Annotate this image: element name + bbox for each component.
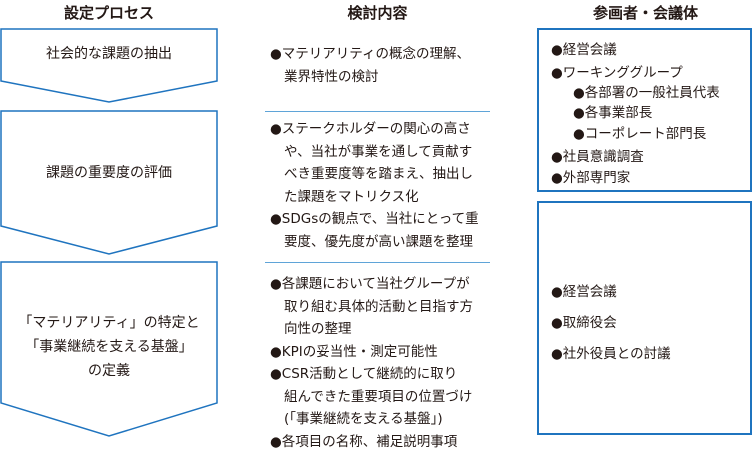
- participant-item: ●経営会議: [551, 38, 617, 58]
- content-line: ●KPIの妥当性・測定可能性: [270, 341, 495, 364]
- participant-item: ●各部署の一般社員代表: [573, 81, 720, 101]
- step-label: 「マテリアリティ」の特定と: [0, 311, 218, 335]
- process-step-1: 社会的な課題の抽出: [0, 42, 218, 66]
- content-item: ●CSR活動として継続的に取り組んできた重要項目の位置づけ(「事業継続を支える基…: [270, 363, 495, 431]
- content-line: 向性の整理: [270, 318, 495, 341]
- content-item: ●マテリアリティの概念の理解、業界特性の検討: [270, 43, 495, 88]
- step-label: の定義: [0, 359, 218, 383]
- separator: [265, 111, 490, 112]
- participant-item: ●社外役員との討議: [551, 342, 671, 362]
- content-line: 業界特性の検討: [270, 66, 495, 89]
- separator: [265, 262, 490, 263]
- participants-box-1: ●経営会議 ●ワーキンググループ●各部署の一般社員代表●各事業部長●コーポレート部…: [537, 28, 752, 192]
- content-item: ●各課題において当社グループが取り組む具体的活動と目指す方向性の整理: [270, 273, 495, 341]
- participant-item: ●社員意識調査: [551, 145, 644, 165]
- content-item: ●各項目の名称、補足説明事項: [270, 431, 495, 453]
- content-line: ●ステークホルダーの関心の高さ: [270, 118, 495, 141]
- content-item: ●SDGsの観点で、当社にとって重要度、優先度が高い課題を整理: [270, 208, 495, 253]
- step-label: 課題の重要度の評価: [0, 161, 218, 185]
- content-section-3: ●各課題において当社グループが取り組む具体的活動と目指す方向性の整理●KPIの妥…: [270, 273, 495, 453]
- content-section-2: ●ステークホルダーの関心の高さや、当社が事業を通して貢献すべき重要度等を踏まえ、…: [270, 118, 495, 253]
- participant-item: ●外部専門家: [551, 166, 630, 186]
- participant-item: ●取締役会: [551, 311, 617, 331]
- content-line: た課題をマトリクス化: [270, 186, 495, 209]
- step-label: 社会的な課題の抽出: [0, 42, 218, 66]
- content-line: べき重要度等を踏まえ、抽出し: [270, 163, 495, 186]
- content-line: 取り組む具体的活動と目指す方: [270, 296, 495, 319]
- step-label: 「事業継続を支える基盤」: [0, 335, 218, 359]
- participant-item: ●経営会議: [551, 280, 617, 300]
- content-item: ●ステークホルダーの関心の高さや、当社が事業を通して貢献すべき重要度等を踏まえ、…: [270, 118, 495, 208]
- content-line: 組んできた重要項目の位置づけ: [270, 386, 495, 409]
- content-line: ●SDGsの観点で、当社にとって重: [270, 208, 495, 231]
- content-line: や、当社が事業を通して貢献す: [270, 141, 495, 164]
- participants-box-2: ●経営会議 ●取締役会 ●社外役員との討議: [537, 201, 752, 435]
- participant-item: ●ワーキンググループ: [551, 61, 683, 81]
- process-step-3: 「マテリアリティ」の特定と 「事業継続を支える基盤」 の定義: [0, 311, 218, 383]
- content-line: ●各課題において当社グループが: [270, 273, 495, 296]
- participant-item: ●コーポレート部門長: [573, 122, 706, 142]
- content-item: ●KPIの妥当性・測定可能性: [270, 341, 495, 364]
- content-line: (「事業継続を支える基盤」): [270, 408, 495, 431]
- content-line: ●マテリアリティの概念の理解、: [270, 43, 495, 66]
- content-line: 要度、優先度が高い課題を整理: [270, 231, 495, 254]
- content-line: ●各項目の名称、補足説明事項: [270, 431, 495, 453]
- content-line: ●CSR活動として継続的に取り: [270, 363, 495, 386]
- participant-item: ●各事業部長: [573, 101, 652, 121]
- content-section-1: ●マテリアリティの概念の理解、業界特性の検討: [270, 43, 495, 88]
- process-step-2: 課題の重要度の評価: [0, 161, 218, 185]
